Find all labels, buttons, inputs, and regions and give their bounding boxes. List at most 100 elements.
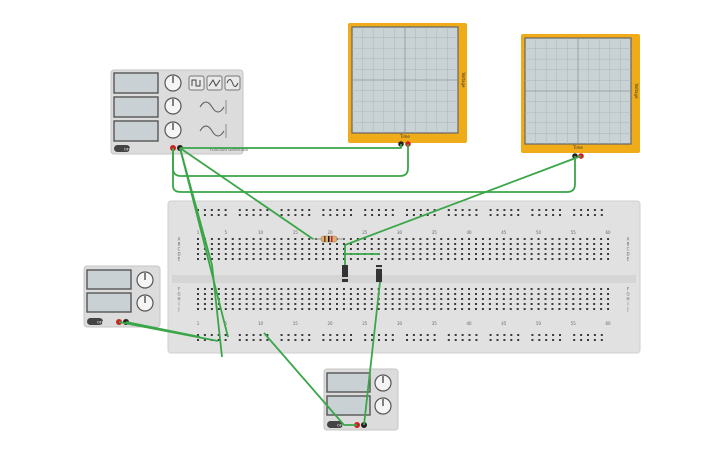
rail-hole[interactable] xyxy=(245,209,248,211)
breadboard-hole[interactable] xyxy=(447,308,450,310)
breadboard-hole[interactable] xyxy=(197,248,199,250)
rail-hole[interactable] xyxy=(238,209,241,211)
breadboard-hole[interactable] xyxy=(342,298,345,300)
breadboard-hole[interactable] xyxy=(419,258,422,260)
breadboard-hole[interactable] xyxy=(287,298,290,300)
breadboard-hole[interactable] xyxy=(231,288,234,290)
rail-hole[interactable] xyxy=(433,209,436,211)
breadboard-hole[interactable] xyxy=(301,303,304,305)
breadboard-hole[interactable] xyxy=(356,243,359,245)
breadboard-hole[interactable] xyxy=(516,253,519,255)
breadboard-hole[interactable] xyxy=(224,243,227,245)
breadboard-hole[interactable] xyxy=(363,238,366,240)
breadboard-hole[interactable] xyxy=(468,238,471,240)
breadboard-hole[interactable] xyxy=(516,308,519,310)
breadboard-hole[interactable] xyxy=(294,303,297,305)
rail-hole[interactable] xyxy=(580,339,583,341)
breadboard-hole[interactable] xyxy=(468,308,471,310)
rail-hole[interactable] xyxy=(210,209,213,211)
rail-hole[interactable] xyxy=(252,214,255,216)
breadboard-hole[interactable] xyxy=(502,293,505,295)
breadboard-hole[interactable] xyxy=(391,248,394,250)
breadboard-hole[interactable] xyxy=(322,293,325,295)
breadboard-hole[interactable] xyxy=(259,238,262,240)
breadboard-hole[interactable] xyxy=(593,288,596,290)
breadboard-hole[interactable] xyxy=(461,258,464,260)
breadboard-hole[interactable] xyxy=(551,258,554,260)
breadboard-hole[interactable] xyxy=(224,288,227,290)
breadboard-hole[interactable] xyxy=(329,253,332,255)
breadboard-hole[interactable] xyxy=(593,298,596,300)
breadboard-hole[interactable] xyxy=(502,243,505,245)
breadboard-hole[interactable] xyxy=(433,293,436,295)
triangle-wave-button[interactable] xyxy=(206,75,223,91)
breadboard-hole[interactable] xyxy=(384,243,387,245)
breadboard-hole[interactable] xyxy=(412,303,415,305)
rail-hole[interactable] xyxy=(531,209,534,211)
breadboard-hole[interactable] xyxy=(252,298,255,300)
breadboard-hole[interactable] xyxy=(502,308,505,310)
breadboard-hole[interactable] xyxy=(488,243,491,245)
rail-hole[interactable] xyxy=(364,214,367,216)
breadboard-hole[interactable] xyxy=(461,248,464,250)
breadboard-hole[interactable] xyxy=(579,308,582,310)
breadboard-hole[interactable] xyxy=(294,243,297,245)
breadboard-hole[interactable] xyxy=(210,308,213,310)
breadboard-hole[interactable] xyxy=(600,253,603,255)
rail-hole[interactable] xyxy=(573,209,576,211)
rail-hole[interactable] xyxy=(266,209,269,211)
breadboard-hole[interactable] xyxy=(384,258,387,260)
breadboard-hole[interactable] xyxy=(558,293,561,295)
breadboard-hole[interactable] xyxy=(197,308,199,310)
rail-hole[interactable] xyxy=(406,209,408,211)
breadboard-hole[interactable] xyxy=(454,298,457,300)
breadboard-hole[interactable] xyxy=(447,293,450,295)
breadboard-hole[interactable] xyxy=(509,298,512,300)
breadboard-hole[interactable] xyxy=(287,308,290,310)
rail-hole[interactable] xyxy=(461,334,464,336)
breadboard-hole[interactable] xyxy=(558,258,561,260)
breadboard-hole[interactable] xyxy=(502,258,505,260)
breadboard-hole[interactable] xyxy=(252,258,255,260)
rail-hole[interactable] xyxy=(475,334,478,336)
breadboard-hole[interactable] xyxy=(593,308,596,310)
breadboard-hole[interactable] xyxy=(530,298,533,300)
breadboard-hole[interactable] xyxy=(363,293,366,295)
breadboard-hole[interactable] xyxy=(356,293,359,295)
breadboard-hole[interactable] xyxy=(356,303,359,305)
breadboard-hole[interactable] xyxy=(433,243,436,245)
breadboard-hole[interactable] xyxy=(315,248,318,250)
breadboard-hole[interactable] xyxy=(231,253,234,255)
breadboard-hole[interactable] xyxy=(266,258,269,260)
breadboard-hole[interactable] xyxy=(433,238,436,240)
breadboard-hole[interactable] xyxy=(377,238,380,240)
breadboard-hole[interactable] xyxy=(481,243,484,245)
breadboard-hole[interactable] xyxy=(210,258,213,260)
breadboard-hole[interactable] xyxy=(572,248,575,250)
breadboard-hole[interactable] xyxy=(238,248,241,250)
power-supply-bottom-current-knob[interactable] xyxy=(374,397,392,415)
breadboard-hole[interactable] xyxy=(370,293,373,295)
rail-hole[interactable] xyxy=(538,214,541,216)
breadboard-hole[interactable] xyxy=(217,308,220,310)
breadboard-hole[interactable] xyxy=(565,288,568,290)
breadboard-hole[interactable] xyxy=(315,298,318,300)
breadboard-hole[interactable] xyxy=(349,288,352,290)
breadboard-hole[interactable] xyxy=(440,303,443,305)
breadboard-hole[interactable] xyxy=(273,248,276,250)
rail-hole[interactable] xyxy=(329,209,332,211)
breadboard-hole[interactable] xyxy=(377,308,380,310)
rail-hole[interactable] xyxy=(371,334,374,336)
breadboard-hole[interactable] xyxy=(530,253,533,255)
rail-hole[interactable] xyxy=(343,214,346,216)
breadboard-hole[interactable] xyxy=(537,248,540,250)
breadboard-hole[interactable] xyxy=(245,258,248,260)
breadboard-hole[interactable] xyxy=(349,243,352,245)
breadboard-hole[interactable] xyxy=(530,258,533,260)
breadboard-hole[interactable] xyxy=(537,308,540,310)
rail-hole[interactable] xyxy=(426,214,429,216)
rail-hole[interactable] xyxy=(329,214,332,216)
rail-hole[interactable] xyxy=(301,334,304,336)
breadboard-hole[interactable] xyxy=(370,288,373,290)
breadboard-hole[interactable] xyxy=(224,248,227,250)
